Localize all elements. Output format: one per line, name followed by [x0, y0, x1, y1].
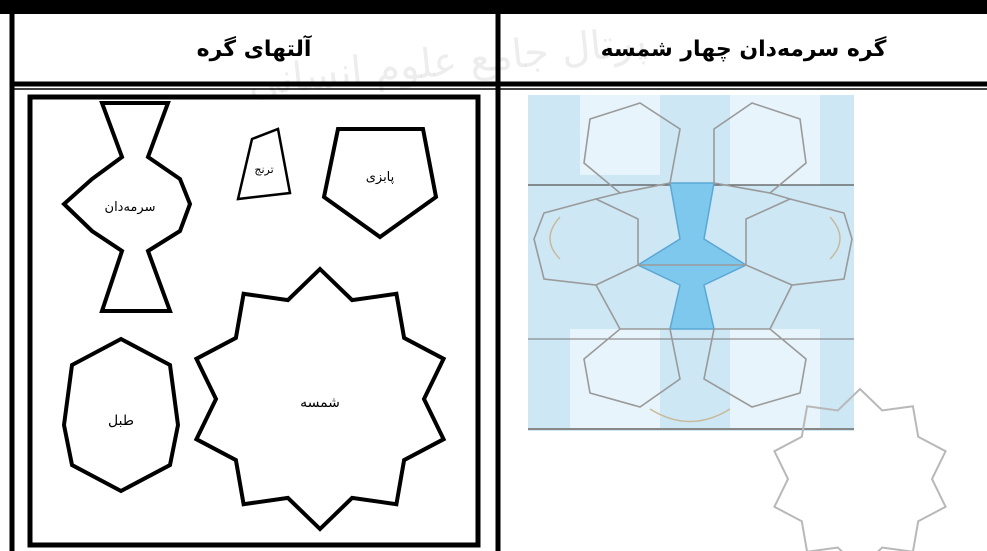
hexagon-piece: طبل [64, 339, 178, 491]
surmedan-label: سرمه‌دان [105, 200, 156, 215]
small-quad-piece: ترنج [238, 129, 290, 199]
knot-pieces-panel: سرمه‌دان ترنج پابزی طبل شمسه [8, 89, 498, 551]
small-quad-label: ترنج [254, 163, 273, 176]
pentagon-label: پابزی [366, 170, 395, 185]
hexagon-label: طبل [108, 413, 134, 429]
surmedan-piece: سرمه‌دان [64, 103, 190, 311]
knot-pattern-image [500, 89, 987, 551]
star-label: شمسه [300, 395, 340, 411]
star-piece: شمسه [196, 269, 443, 529]
header-knot-pattern: گره سرمه‌دان چهار شمسه [500, 14, 987, 84]
header-pieces: آلتهای گره [12, 14, 496, 84]
pentagon-piece: پابزی [324, 129, 436, 237]
